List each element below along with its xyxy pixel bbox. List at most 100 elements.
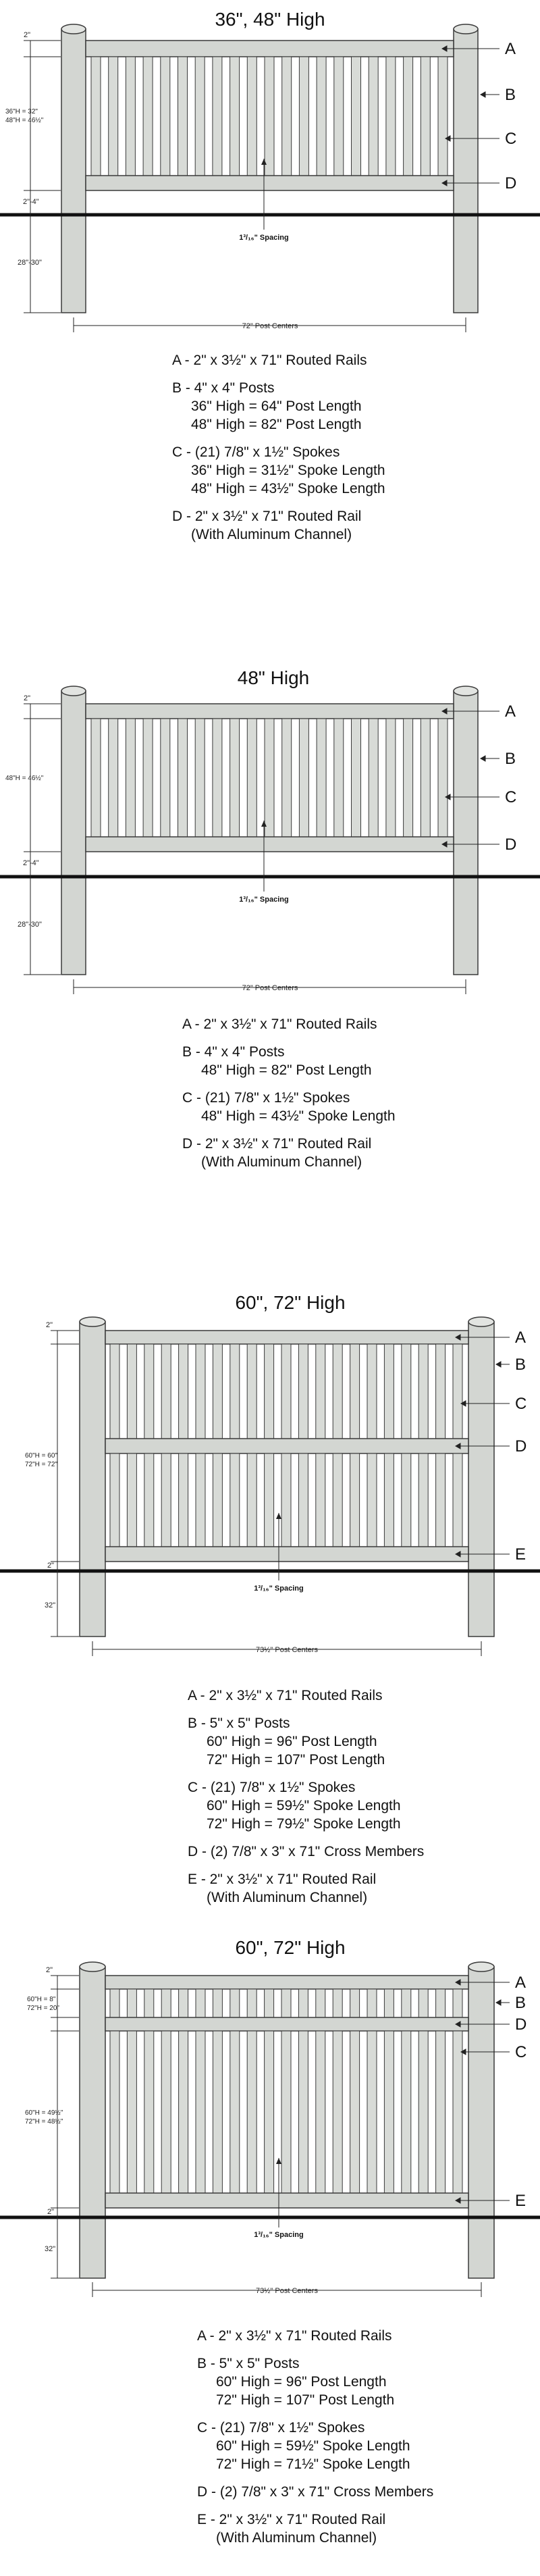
dim-upper: 72"H = 20" (27, 2005, 59, 2012)
legend-item-d: D - (2) 7/8" x 3" x 71" Cross Members (197, 2484, 434, 2500)
spoke-spacing: 1³/₁₆" Spacing (239, 234, 288, 242)
callout-label: B (505, 750, 516, 768)
spokes-lower (109, 1453, 463, 1547)
dim-post-centers: 73½" Post Centers (256, 1646, 318, 1654)
fence-diagram-4: 60", 72" High (0, 1937, 540, 2297)
top-rail (85, 40, 454, 57)
dim-ground-gap: 2" (47, 2208, 54, 2216)
spokes (90, 56, 448, 176)
fence-panel-2: 48" High (0, 659, 540, 1287)
callout-label: D (505, 174, 516, 192)
right-post (453, 690, 479, 975)
callout-label: D (515, 2015, 526, 2034)
left-post (61, 28, 86, 313)
legend-item-a: A - 2" x 3½" x 71" Routed Rails (172, 353, 367, 368)
legend-item-a: A - 2" x 3½" x 71" Routed Rails (188, 1688, 383, 1703)
dim-post-centers: 72" Post Centers (242, 322, 298, 330)
legend-item-a: A - 2" x 3½" x 71" Routed Rails (182, 1016, 377, 1032)
callout-label: C (505, 788, 516, 806)
panel-title: 60", 72" High (235, 1937, 345, 1958)
dim-height: 48"H = 46½" (5, 117, 44, 124)
right-post-cap (453, 686, 479, 696)
cross-member (105, 2017, 469, 2032)
left-post-cap (79, 1961, 106, 1972)
fence-diagram-2: 48" High (0, 667, 540, 994)
callout-label: E (515, 2192, 526, 2210)
callout-label: A (515, 1329, 526, 1347)
bottom-rail (85, 836, 454, 852)
dim-upper: 60"H = 8" (27, 1996, 56, 2003)
parts-legend: A - 2" x 3½" x 71" Routed Rails B - 5" x… (197, 2327, 433, 2556)
callout-label: A (505, 702, 516, 721)
spokes-upper (109, 1988, 463, 2018)
dim-height: 60"H = 60" (25, 1452, 57, 1460)
callouts (441, 45, 500, 186)
legend-item-e: E - 2" x 3½" x 71" Routed Rail(With Alum… (197, 2512, 386, 2546)
top-rail (85, 703, 454, 719)
right-post-cap (468, 1316, 495, 1327)
cross-member (105, 1438, 469, 1454)
fence-diagram-3: 60", 72" High (0, 1292, 540, 1656)
parts-legend: A - 2" x 3½" x 71" Routed Rails B - 4" x… (172, 351, 385, 553)
callout-label: D (515, 1437, 526, 1456)
legend-item-d: D - 2" x 3½" x 71" Routed Rail(With Alum… (182, 1136, 372, 1170)
dim-below-ground: 32" (45, 2245, 55, 2253)
callout-label: D (505, 835, 516, 854)
spokes-upper (109, 1343, 463, 1439)
callout-label: C (505, 130, 516, 148)
dim-ground-gap: 2" (47, 1562, 54, 1570)
top-rail (105, 1975, 469, 1990)
callout-label: A (505, 40, 516, 58)
spokes-lower (109, 2030, 463, 2194)
fence-panel-4: 60", 72" High (0, 1928, 540, 2576)
dimension-lines (51, 1330, 482, 1656)
left-post-cap (61, 686, 86, 696)
right-post-cap (468, 1961, 495, 1972)
bottom-rail (85, 175, 454, 191)
right-post (453, 28, 479, 313)
callout-label: E (515, 1545, 526, 1564)
dim-top: 2" (24, 694, 30, 702)
left-post (79, 1966, 106, 2279)
dimension-lines (24, 40, 466, 332)
bottom-rail (105, 2192, 469, 2209)
callouts (454, 1334, 510, 1557)
dim-height: 60"H = 49½" (25, 2109, 63, 2117)
left-post-cap (79, 1316, 106, 1327)
dim-height: 72"H = 72" (25, 1461, 57, 1468)
dim-post-centers: 72" Post Centers (242, 984, 298, 992)
callout-label: B (515, 1994, 526, 2012)
dim-ground-gap: 2"-4" (23, 859, 39, 867)
left-post (79, 1321, 106, 1637)
dim-top: 2" (46, 1321, 53, 1329)
right-post (468, 1966, 495, 2279)
dim-height: 72"H = 48½" (25, 2118, 63, 2126)
fence-diagram-1: 36", 48" High (0, 9, 540, 332)
dim-top: 2" (24, 31, 30, 39)
fence-panel-3: 60", 72" High (0, 1283, 540, 1932)
spokes (90, 718, 448, 838)
right-post (468, 1321, 495, 1637)
legend-item-d: D - 2" x 3½" x 71" Routed Rail(With Alum… (172, 509, 362, 542)
bottom-rail (105, 1546, 469, 1562)
panel-title: 48" High (238, 667, 309, 688)
fence-drawing (0, 24, 540, 313)
dimension-lines (51, 1975, 482, 2297)
parts-legend: A - 2" x 3½" x 71" Routed Rails B - 5" x… (188, 1686, 424, 1916)
callout-label: B (515, 1356, 526, 1374)
panel-title: 36", 48" High (215, 9, 325, 30)
callout-label: C (515, 1395, 526, 1413)
dim-height: 36"H = 32" (5, 108, 38, 115)
callout-label: C (515, 2043, 526, 2061)
legend-item-e: E - 2" x 3½" x 71" Routed Rail(With Alum… (188, 1872, 377, 1905)
spoke-spacing: 1³/₁₆" Spacing (254, 2231, 303, 2239)
callouts (441, 708, 500, 848)
left-post (61, 690, 86, 975)
dim-below-ground: 28"-30" (18, 259, 42, 267)
